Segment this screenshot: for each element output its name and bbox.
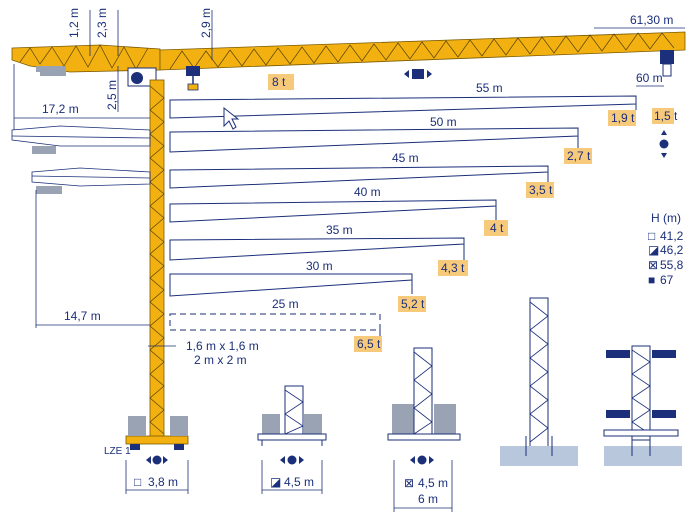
tip-load-label: 1,5 t bbox=[654, 109, 678, 123]
curve-radius-35: 35 m bbox=[326, 223, 353, 237]
base-3-sketch bbox=[387, 347, 461, 512]
tip-60-label: 60 m bbox=[636, 71, 663, 85]
base-1-sketch bbox=[125, 455, 189, 494]
counter-jib-label: 17,2 m bbox=[42, 102, 79, 116]
tip-height-label: 2,9 m bbox=[199, 8, 213, 38]
trolley-travel-icon bbox=[404, 69, 432, 79]
height-row-value-3: 55,8 bbox=[660, 258, 684, 272]
load-curves bbox=[169, 95, 637, 336]
curve-radius-25: 25 m bbox=[272, 297, 299, 311]
mast-head-label: 2,3 m bbox=[95, 8, 109, 38]
tail-radius-label: 14,7 m bbox=[64, 309, 101, 323]
base-2-symbol: ◪ bbox=[270, 475, 281, 489]
mast-size-line2: 2 m x 2 m bbox=[194, 353, 247, 367]
tip-load-badge bbox=[652, 108, 674, 124]
height-row-symbol-2: ◪ bbox=[648, 243, 659, 257]
cab-height-label: 1,2 m bbox=[67, 8, 81, 38]
crane-mast bbox=[125, 79, 189, 450]
height-legend-title: H (m) bbox=[651, 211, 681, 225]
height-row-value-4: 67 bbox=[660, 273, 674, 287]
crane-jib bbox=[11, 31, 686, 91]
load-35: 4,3 t bbox=[441, 261, 465, 275]
slewing-icon bbox=[131, 72, 143, 84]
mouse-cursor-icon bbox=[223, 106, 240, 130]
load-25: 6,5 t bbox=[357, 337, 381, 351]
curve-radius-30: 30 m bbox=[306, 259, 333, 273]
base-1-symbol: □ bbox=[134, 475, 141, 489]
base-3-extra: 6 m bbox=[418, 492, 438, 506]
base-2-value: 4,5 m bbox=[284, 475, 314, 489]
height-row-symbol-3: ⊠ bbox=[648, 258, 658, 272]
erection-sketch bbox=[11, 125, 151, 194]
height-row-value-1: 41,2 bbox=[660, 229, 684, 243]
base-3-symbol: ⊠ bbox=[404, 476, 414, 490]
curve-radius-40: 40 m bbox=[354, 185, 381, 199]
load-50: 2,7 t bbox=[567, 149, 591, 163]
top-dimensions bbox=[13, 10, 685, 328]
rotation-icon bbox=[659, 130, 669, 158]
max-load-badge bbox=[268, 74, 294, 90]
jib-length-label: 61,30 m bbox=[630, 13, 673, 27]
under-jib-label: 2,5 m bbox=[105, 80, 119, 110]
height-row-value-2: 46,2 bbox=[660, 243, 684, 257]
load-55: 1,9 t bbox=[611, 111, 635, 125]
base-2-sketch bbox=[257, 385, 327, 494]
load-40: 4 t bbox=[490, 221, 504, 235]
curve-radius-55: 55 m bbox=[476, 81, 503, 95]
base-3-value: 4,5 m bbox=[418, 476, 448, 490]
model-code: LZE 1 bbox=[104, 446, 131, 457]
load-tags bbox=[354, 110, 636, 352]
height-row-symbol-4: ■ bbox=[648, 273, 655, 287]
load-30: 5,2 t bbox=[401, 297, 425, 311]
base-4-sketch bbox=[500, 297, 578, 466]
mast-size-line1: 1,6 m x 1,6 m bbox=[186, 339, 259, 353]
base-5-sketch bbox=[603, 345, 682, 466]
base-1-value: 3,8 m bbox=[148, 475, 178, 489]
load-45: 3,5 t bbox=[529, 183, 553, 197]
height-legend: H (m) □ 41,2 ◪ 46,2 ⊠ 55,8 ■ 67 bbox=[648, 211, 684, 287]
max-load-label: 8 t bbox=[272, 75, 286, 89]
curve-radius-45: 45 m bbox=[392, 151, 419, 165]
curve-radius-50: 50 m bbox=[430, 115, 457, 129]
height-row-symbol-1: □ bbox=[648, 229, 655, 243]
